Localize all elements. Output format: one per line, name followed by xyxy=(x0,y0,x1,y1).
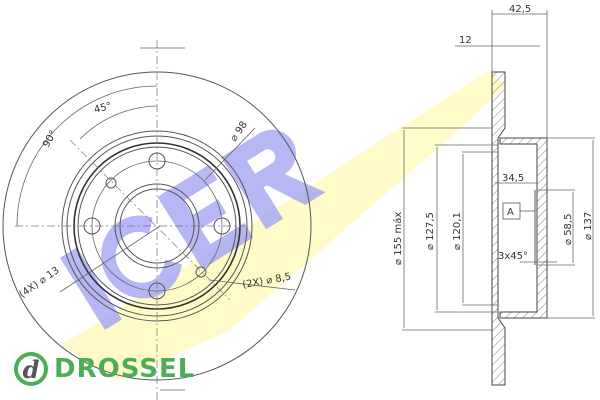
hat-dia-label: ⌀ 137 xyxy=(583,212,594,240)
datum-box xyxy=(502,202,521,220)
outer-dia-label: ⌀ 155 máx xyxy=(392,212,404,265)
icer-watermark xyxy=(59,70,505,380)
drossel-d-icon: d xyxy=(14,352,48,386)
thickness-label: 12 xyxy=(459,35,472,46)
dia-127-label: ⌀ 127,5 xyxy=(425,212,436,250)
brand-name: DROSSEL xyxy=(54,354,196,384)
bolt-circle-label: ⌀ 98 xyxy=(228,119,250,143)
drossel-logo: d DROSSEL xyxy=(14,352,195,386)
pin-hole xyxy=(195,266,207,278)
pin-hole xyxy=(105,177,117,189)
depth-label: 34,5 xyxy=(502,173,524,184)
datum-label: A xyxy=(507,207,514,218)
angle-90-label: 90° xyxy=(41,129,59,150)
bolt-holes-label: (4X) ⌀ 13 xyxy=(17,265,61,300)
total-height-label: 42,5 xyxy=(509,4,531,15)
angle-45-label: 45° xyxy=(93,101,113,116)
bore-label: ⌀ 58,5 xyxy=(563,214,574,245)
chamfer-label: 3x45° xyxy=(498,251,528,262)
dia-120-label: ⌀ 120,1 xyxy=(452,212,463,250)
section-view: A 42,5 12 ⌀ 155 máx ⌀ 127,5 ⌀ 120,1 34,5… xyxy=(392,4,595,386)
